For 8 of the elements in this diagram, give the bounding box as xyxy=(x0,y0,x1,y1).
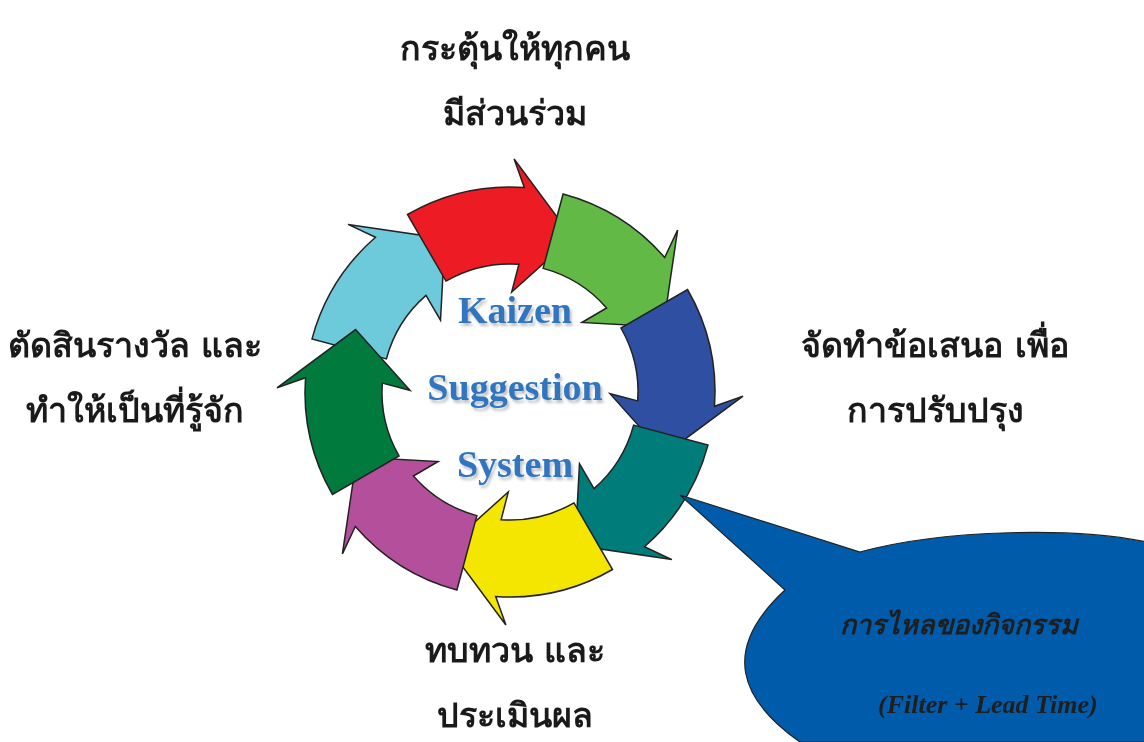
center-title: Kaizen Suggestion System xyxy=(426,288,604,487)
bubble-text: (Filter + Lead Time) xyxy=(878,690,1098,720)
step-label: จัดทำข้อเสนอ เพื่อ การปรับปรุง xyxy=(770,313,1100,443)
step-label: กระตุ้นให้ทุกคน มีส่วนร่วม xyxy=(399,27,631,135)
bubble-text: การไหลของกิจกรรม xyxy=(840,608,1078,642)
step-label: ตัดสินรางวัล และ ทำให้เป็นที่รู้จัก xyxy=(6,324,264,434)
step-label: ทบทวน และ ประเมินผล xyxy=(423,629,607,737)
speech-bubble xyxy=(679,494,1144,742)
